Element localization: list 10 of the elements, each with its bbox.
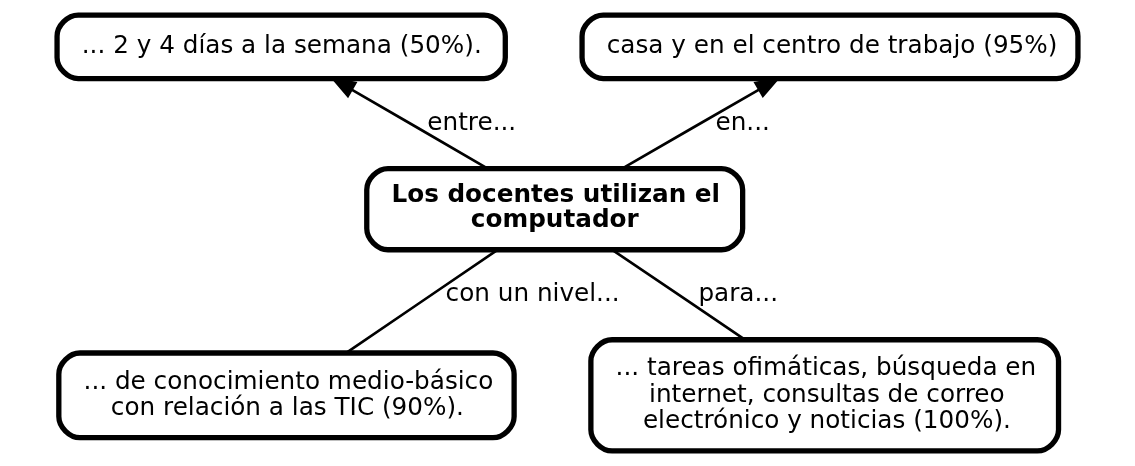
node-box: ... 2 y 4 días a la semana (50%). <box>54 12 508 82</box>
node-box: Los docentes utilizan el computador <box>364 165 746 253</box>
node-box: casa y en el centro de trabajo (95%) <box>579 12 1081 82</box>
node-box: ... de conocimiento medio-básico con relación a las TIC (90%). <box>56 350 517 441</box>
node-box: ... tareas ofimáticas, búsqueda en internet, consultas de correo electrónico y noticias (100%). <box>588 337 1062 454</box>
connector <box>345 249 498 354</box>
edge-label: en... <box>715 107 770 137</box>
edge-label: con un nivel... <box>445 278 620 308</box>
edge-label: entre... <box>427 107 517 137</box>
edge-label: para... <box>698 278 779 308</box>
